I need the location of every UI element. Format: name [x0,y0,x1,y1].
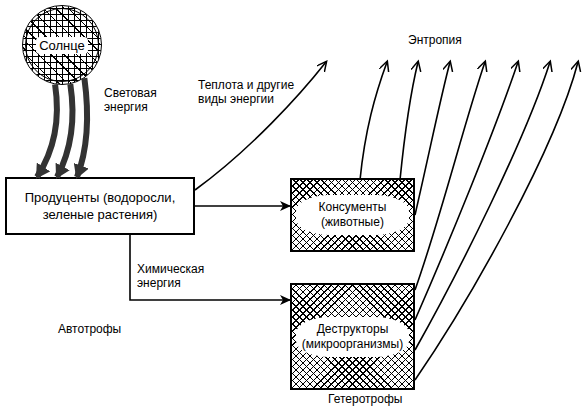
heat-arrow [195,62,326,190]
light-arrow [77,78,87,177]
heat-arrow [360,62,387,180]
sun-circle: Солнце [22,5,102,85]
light-arrow [57,84,72,177]
diagram-label: Теплота и другие виды энергии [198,78,318,106]
heat-arrow [415,62,578,380]
light-energy-arrows [37,78,87,177]
diagram-label: Автотрофы [58,322,158,336]
edge-label: Химическая энергия [137,262,217,290]
heat-arrow [400,62,418,180]
heat-arrow [415,62,550,350]
light-arrow [37,84,57,177]
heat-arrow [415,62,450,215]
decomposer-box: Деструкторы (микроорганизмы) [290,283,415,390]
edge-label: Световая энергия [104,86,174,114]
diagram-label: Гетеротрофы [328,392,438,406]
diagram-label: Энтропия [408,33,488,47]
energy-flow-arrow [195,205,290,207]
node-text: Солнце [36,37,88,54]
heat-arrow [415,62,518,320]
producer-box: Продуценты (водоросли, зеленые растения) [5,177,195,235]
node-text: Деструкторы (микроорганизмы) [296,317,409,357]
energy-flow-arrow [130,235,290,300]
node-text: Консументы (животные) [296,195,409,235]
consumer-box: Консументы (животные) [290,178,415,252]
node-text: Продуценты (водоросли, зеленые растения) [13,189,187,223]
